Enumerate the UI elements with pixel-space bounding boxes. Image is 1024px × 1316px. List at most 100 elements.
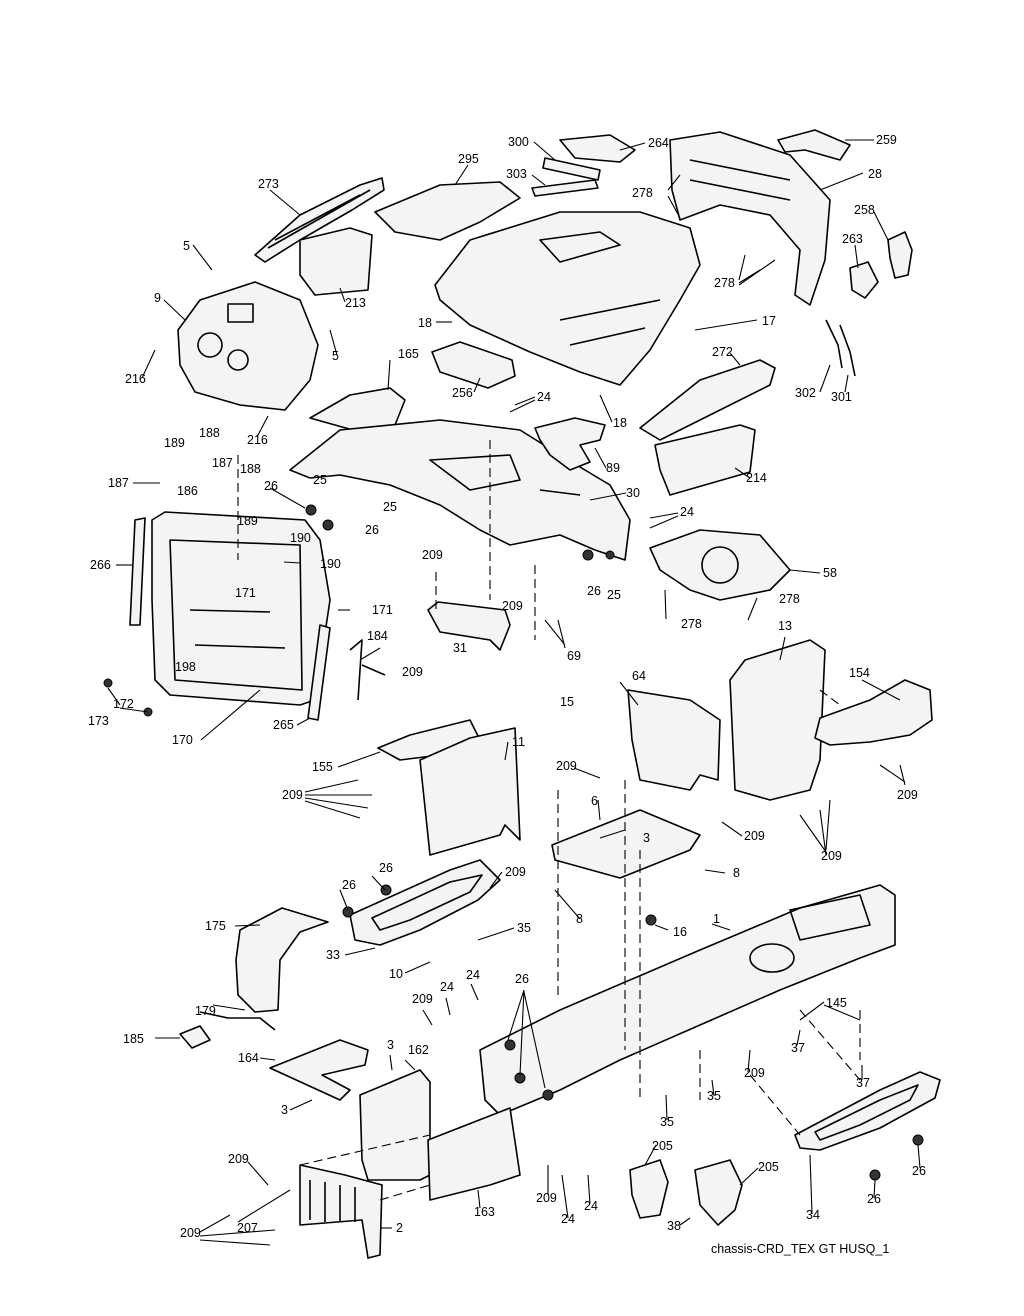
callout-179: 179 (195, 1004, 216, 1018)
callout-18: 18 (418, 316, 432, 330)
callout-172: 172 (113, 697, 134, 711)
callout-209: 209 (412, 992, 433, 1006)
callout-209: 209 (897, 788, 918, 802)
callout-273: 273 (258, 177, 279, 191)
callout-188: 188 (240, 462, 261, 476)
callout-189: 189 (237, 514, 258, 528)
callout-13: 13 (778, 619, 792, 633)
callout-24: 24 (466, 968, 480, 982)
callout-188: 188 (199, 426, 220, 440)
callout-209: 209 (556, 759, 577, 773)
callout-190: 190 (290, 531, 311, 545)
callout-26: 26 (365, 523, 379, 537)
callout-164: 164 (238, 1051, 259, 1065)
callout-258: 258 (854, 203, 875, 217)
callout-302: 302 (795, 386, 816, 400)
callout-207: 207 (237, 1221, 258, 1235)
callout-205: 205 (758, 1160, 779, 1174)
callout-15: 15 (560, 695, 574, 709)
callout-256: 256 (452, 386, 473, 400)
callout-24: 24 (680, 505, 694, 519)
assembly-dash-lines (237, 440, 861, 1201)
callout-185: 185 (123, 1032, 144, 1046)
callout-184: 184 (367, 629, 388, 643)
callout-209: 209 (744, 829, 765, 843)
callout-272: 272 (712, 345, 733, 359)
callout-69: 69 (567, 649, 581, 663)
callout-165: 165 (398, 347, 419, 361)
callout-labels: 300 264 259 295 303 278 28 273 258 263 5… (88, 133, 926, 1240)
callout-5: 5 (183, 239, 190, 253)
callout-171: 171 (235, 586, 256, 600)
callout-209: 209 (228, 1152, 249, 1166)
callout-186: 186 (177, 484, 198, 498)
callout-35: 35 (660, 1115, 674, 1129)
callout-31: 31 (453, 641, 467, 655)
callout-216: 216 (125, 372, 146, 386)
callout-26: 26 (342, 878, 356, 892)
callout-26: 26 (867, 1192, 881, 1206)
callout-205: 205 (652, 1139, 673, 1153)
callout-209: 209 (536, 1191, 557, 1205)
callout-163: 163 (474, 1205, 495, 1219)
callout-278: 278 (714, 276, 735, 290)
callout-187: 187 (108, 476, 129, 490)
callout-33: 33 (326, 948, 340, 962)
callout-295: 295 (458, 152, 479, 166)
callout-209: 209 (821, 849, 842, 863)
callout-26: 26 (912, 1164, 926, 1178)
callout-26: 26 (515, 972, 529, 986)
callout-3: 3 (387, 1038, 394, 1052)
callout-175: 175 (205, 919, 226, 933)
callout-278: 278 (632, 186, 653, 200)
callout-8: 8 (576, 912, 583, 926)
leader-lines (107, 139, 921, 1246)
callout-216: 216 (247, 433, 268, 447)
callout-209: 209 (505, 865, 526, 879)
diagram-caption: chassis-CRD_TEX GT HUSQ_1 (711, 1242, 889, 1256)
callout-8: 8 (733, 866, 740, 880)
callout-26: 26 (264, 479, 278, 493)
callout-190: 190 (320, 557, 341, 571)
callout-24: 24 (561, 1212, 575, 1226)
callout-259: 259 (876, 133, 897, 147)
callout-263: 263 (842, 232, 863, 246)
callout-209: 209 (282, 788, 303, 802)
callout-64: 64 (632, 669, 646, 683)
callout-18: 18 (613, 416, 627, 430)
callout-35: 35 (707, 1089, 721, 1103)
callout-3: 3 (281, 1103, 288, 1117)
callout-266: 266 (90, 558, 111, 572)
callout-1: 1 (713, 912, 720, 926)
callout-11: 11 (512, 735, 525, 749)
callout-35: 35 (517, 921, 531, 935)
callout-301: 301 (831, 390, 852, 404)
callout-171: 171 (372, 603, 393, 617)
callout-89: 89 (606, 461, 620, 475)
callout-264: 264 (648, 136, 669, 150)
callout-189: 189 (164, 436, 185, 450)
callout-278: 278 (779, 592, 800, 606)
callout-154: 154 (849, 666, 870, 680)
callout-25: 25 (607, 588, 621, 602)
callout-209: 209 (180, 1226, 201, 1240)
callout-303: 303 (506, 167, 527, 181)
callout-37: 37 (791, 1041, 805, 1055)
callout-30: 30 (626, 486, 640, 500)
callout-187: 187 (212, 456, 233, 470)
callout-58: 58 (823, 566, 837, 580)
callout-5: 5 (332, 349, 339, 363)
callout-213: 213 (345, 296, 366, 310)
callout-209: 209 (422, 548, 443, 562)
callout-16: 16 (673, 925, 687, 939)
callout-17: 17 (762, 314, 776, 328)
callout-198: 198 (175, 660, 196, 674)
callout-6: 6 (591, 794, 598, 808)
callout-265: 265 (273, 718, 294, 732)
callout-9: 9 (154, 291, 161, 305)
callout-24: 24 (584, 1199, 598, 1213)
part-drawings (103, 129, 941, 1259)
callout-3: 3 (643, 831, 650, 845)
callout-300: 300 (508, 135, 529, 149)
